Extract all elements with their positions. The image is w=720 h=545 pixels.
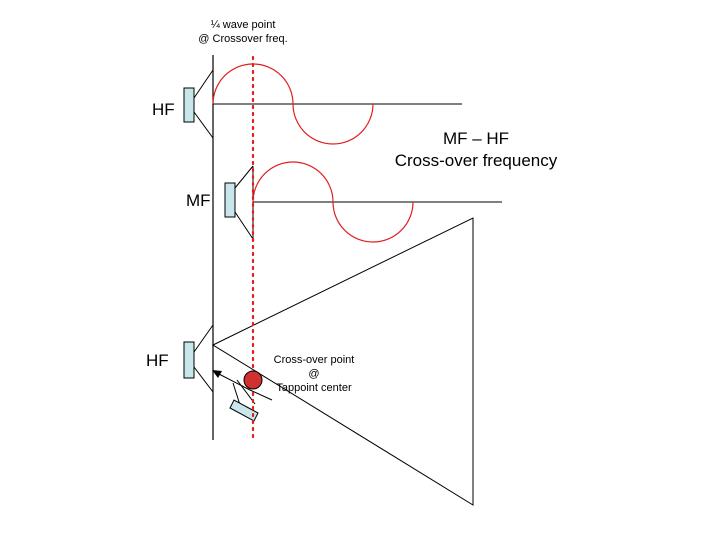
crossover-annotation-line1: Cross-over point (273, 354, 355, 366)
hf-top-label: HF (152, 100, 175, 119)
crossover-annotation-line2: @ (308, 368, 320, 380)
title-line2: Cross-over frequency (394, 151, 558, 170)
title-line1: MF – HF (442, 129, 510, 148)
crossover-point-marker (243, 370, 263, 390)
coverage-horn (211, 217, 474, 506)
hf-top-speaker (183, 69, 214, 139)
hf-bottom-label: HF (146, 351, 169, 370)
arrow-tail-line (249, 389, 273, 401)
crossover-annotation-line3: Tappoint center (276, 382, 352, 394)
hf-bottom-speaker (183, 324, 214, 393)
crossover-arrow (216, 372, 251, 391)
diagram-title: MF – HF Cross-over frequency (376, 128, 576, 172)
crossover-annotation: Cross-over point @ Tappoint center (264, 353, 364, 395)
mf-speaker (224, 165, 254, 240)
mf-wave (252, 161, 414, 243)
top-annotation-line1: ¼ wave point (210, 19, 276, 31)
hf-top-wave (212, 63, 374, 145)
top-annotation: ¼ wave point @ Crossover freq. (188, 18, 298, 46)
arrow-head (212, 370, 222, 378)
mf-label: MF (186, 191, 211, 210)
top-annotation-line2: @ Crossover freq. (198, 33, 288, 45)
